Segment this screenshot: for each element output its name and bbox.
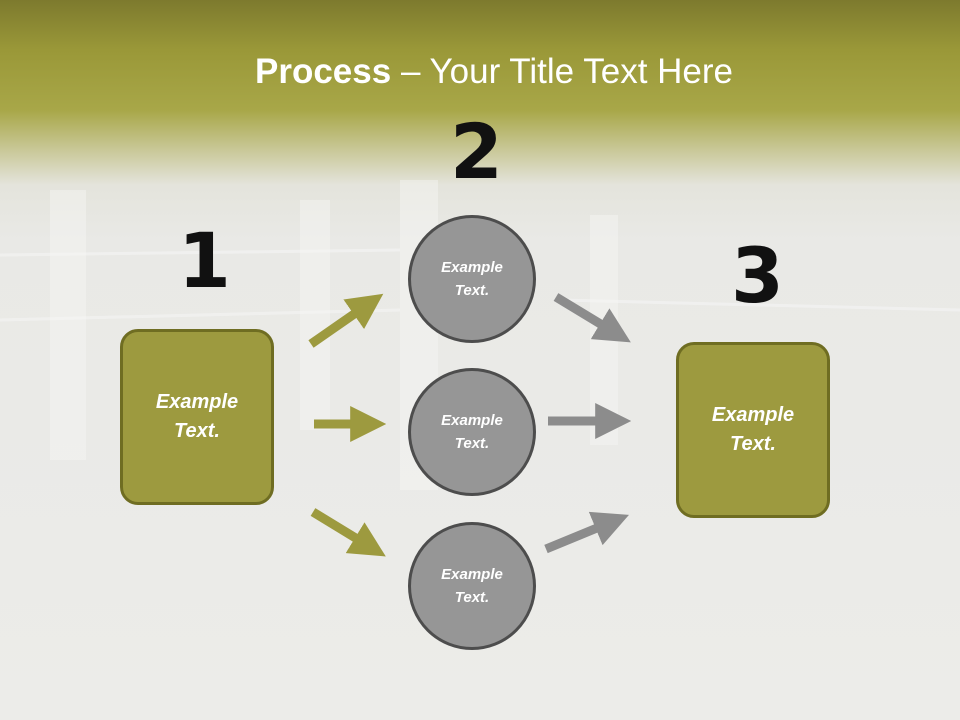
step-number-3: 3 <box>731 231 784 320</box>
step-2-circle-middle: Example Text. <box>408 368 536 496</box>
page-title-rest: – Your Title Text Here <box>391 52 733 91</box>
page-title-bold: Process <box>255 52 392 91</box>
arrow-bottom-to-3 <box>544 511 629 554</box>
arrow-1-to-bottom <box>310 508 386 557</box>
page-title: Process – Your Title Text Here <box>0 52 960 92</box>
step-number-2: 2 <box>450 107 503 196</box>
step-2-circle-top: Example Text. <box>408 215 536 343</box>
step-1-box: Example Text. <box>120 329 274 505</box>
arrow-top-to-3 <box>553 293 631 343</box>
arrow-1-to-top <box>308 293 384 348</box>
step-3-box: Example Text. <box>676 342 830 518</box>
step-2-circle-bottom: Example Text. <box>408 522 536 650</box>
step-number-1: 1 <box>178 216 231 305</box>
